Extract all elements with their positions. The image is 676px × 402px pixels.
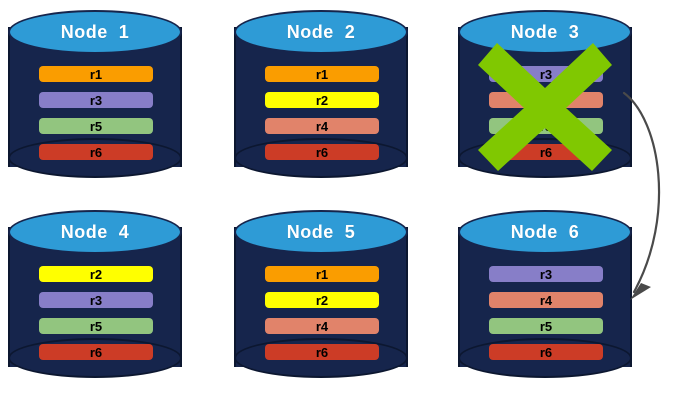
row-list: r2 r3 r5 r6 [8, 260, 182, 360]
row-bar[interactable]: r6 [265, 144, 379, 160]
node-title: Node 6 [510, 221, 580, 242]
row-list: r3 r4 r5 r6 [458, 260, 632, 360]
row-bar[interactable]: r2 [265, 292, 379, 308]
row-bar[interactable]: r6 [39, 344, 153, 360]
row-bar[interactable]: r4 [489, 92, 603, 108]
row-bar[interactable]: r5 [489, 318, 603, 334]
row-bar[interactable]: r5 [39, 318, 153, 334]
row-bar[interactable]: r3 [489, 266, 603, 282]
node-title: Node 5 [286, 221, 356, 242]
cylinder-top-disc [234, 10, 408, 54]
cylinder-top-disc [8, 210, 182, 254]
row-bar[interactable]: r5 [39, 118, 153, 134]
node-title: Node 3 [510, 21, 580, 42]
row-bar[interactable]: r1 [39, 66, 153, 82]
row-bar[interactable]: r4 [265, 118, 379, 134]
node-cylinder-3[interactable]: r3 r4 r5 r6 Node 3 [450, 5, 640, 187]
row-bar[interactable]: r3 [489, 66, 603, 82]
row-bar[interactable]: r6 [265, 344, 379, 360]
node-cylinder-2[interactable]: r1 r2 r4 r6 Node 2 [226, 5, 416, 187]
row-bar[interactable]: r5 [489, 118, 603, 134]
row-bar[interactable]: r1 [265, 266, 379, 282]
row-bar[interactable]: r3 [39, 92, 153, 108]
node-cylinder-1[interactable]: r1 r3 r5 r6 Node 1 [0, 5, 190, 187]
row-bar[interactable]: r1 [265, 66, 379, 82]
cylinder-top-disc [234, 210, 408, 254]
row-bar[interactable]: r6 [489, 144, 603, 160]
row-list: r1 r2 r4 r6 [234, 60, 408, 160]
cylinder-top-disc [8, 10, 182, 54]
row-bar[interactable]: r4 [489, 292, 603, 308]
row-bar[interactable]: r2 [265, 92, 379, 108]
node-title: Node 2 [286, 21, 356, 42]
node-cylinder-6[interactable]: r3 r4 r5 r6 Node 6 [450, 205, 640, 387]
row-bar[interactable]: r3 [39, 292, 153, 308]
row-list: r1 r2 r4 r6 [234, 260, 408, 360]
row-list: r3 r4 r5 r6 [458, 60, 632, 160]
row-bar[interactable]: r6 [39, 144, 153, 160]
row-bar[interactable]: r2 [39, 266, 153, 282]
row-bar[interactable]: r4 [265, 318, 379, 334]
node-cylinder-4[interactable]: r2 r3 r5 r6 Node 4 [0, 205, 190, 387]
node-title: Node 4 [60, 221, 130, 242]
cylinder-top-disc [458, 210, 632, 254]
row-bar[interactable]: r6 [489, 344, 603, 360]
row-list: r1 r3 r5 r6 [8, 60, 182, 160]
node-cylinder-5[interactable]: r1 r2 r4 r6 Node 5 [226, 205, 416, 387]
node-title: Node 1 [60, 21, 130, 42]
